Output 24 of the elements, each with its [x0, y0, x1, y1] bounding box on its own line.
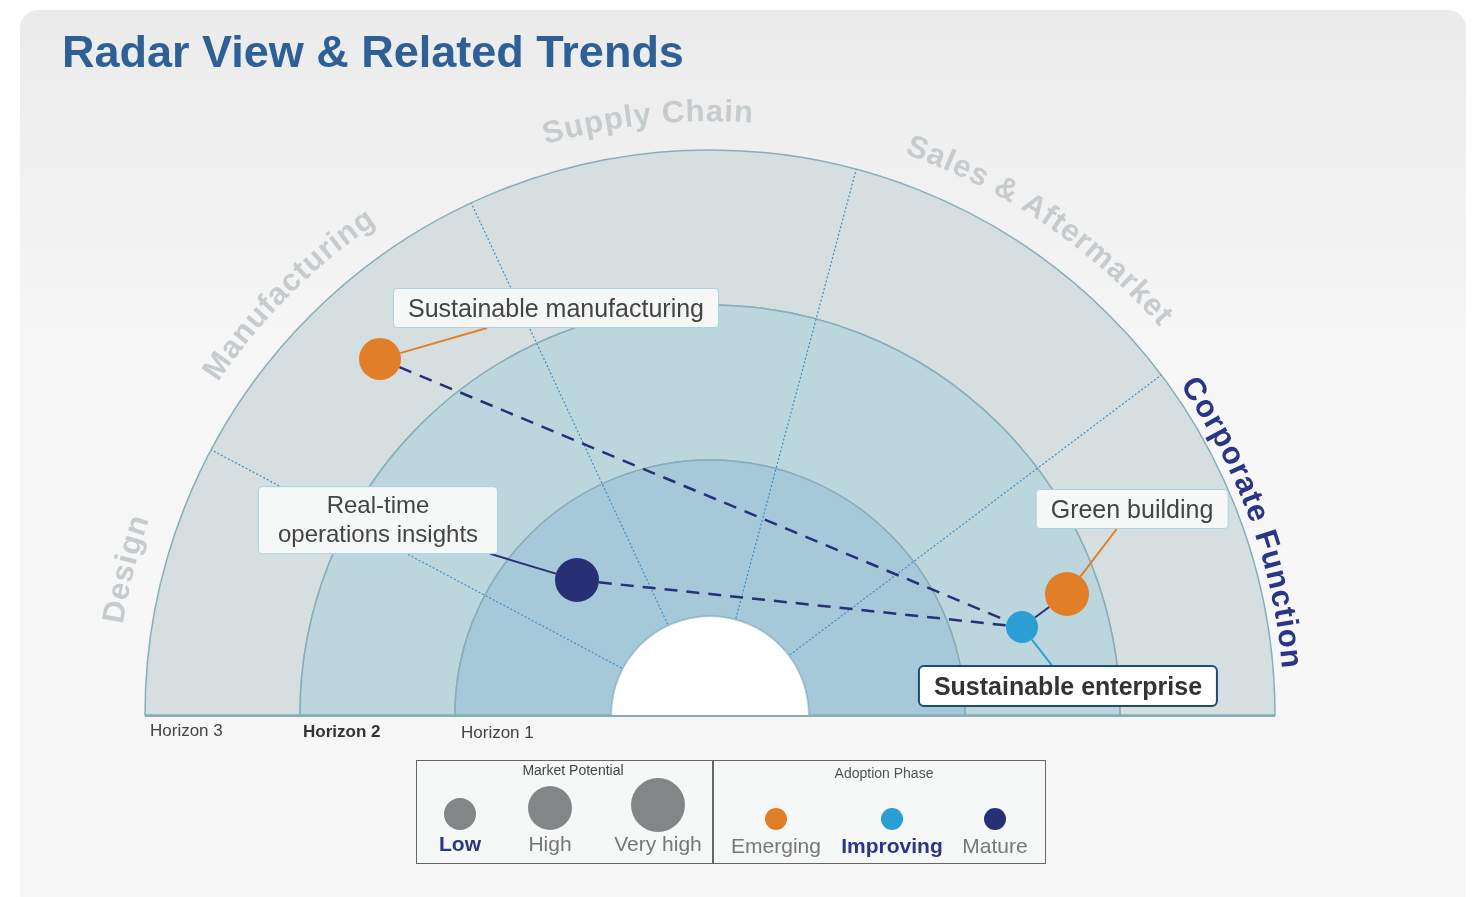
legend-label: Low	[439, 832, 481, 856]
leader-line	[1030, 638, 1053, 666]
title: Radar View & Related Trends	[62, 26, 684, 78]
callout-box	[258, 486, 498, 554]
dashed-connector	[598, 581, 1007, 627]
leader-line	[1079, 528, 1118, 578]
callout-box	[393, 288, 719, 328]
highlight-label-box	[917, 665, 1219, 707]
axis-label: Horizon 3	[150, 721, 223, 741]
leader-line	[489, 552, 557, 575]
callout-text: Sustainable manufacturing	[408, 293, 704, 323]
legend-label: Emerging	[731, 834, 821, 858]
axis-label: Horizon 2	[303, 722, 381, 742]
leader-line	[399, 327, 488, 355]
legend-heading: Adoption Phase	[834, 765, 934, 781]
legend-label: High	[528, 832, 572, 856]
axis-label: Horizon 1	[461, 723, 534, 743]
legend-heading: Market Potential	[522, 762, 624, 778]
callout-text: Sustainable enterprise	[933, 671, 1203, 701]
legend-label: Very high	[614, 832, 702, 856]
legend-label: Improving	[841, 834, 943, 858]
legend-label: Mature	[962, 834, 1028, 858]
leader-line	[1033, 606, 1051, 619]
callout-text: Real-time operations insights	[276, 491, 480, 549]
